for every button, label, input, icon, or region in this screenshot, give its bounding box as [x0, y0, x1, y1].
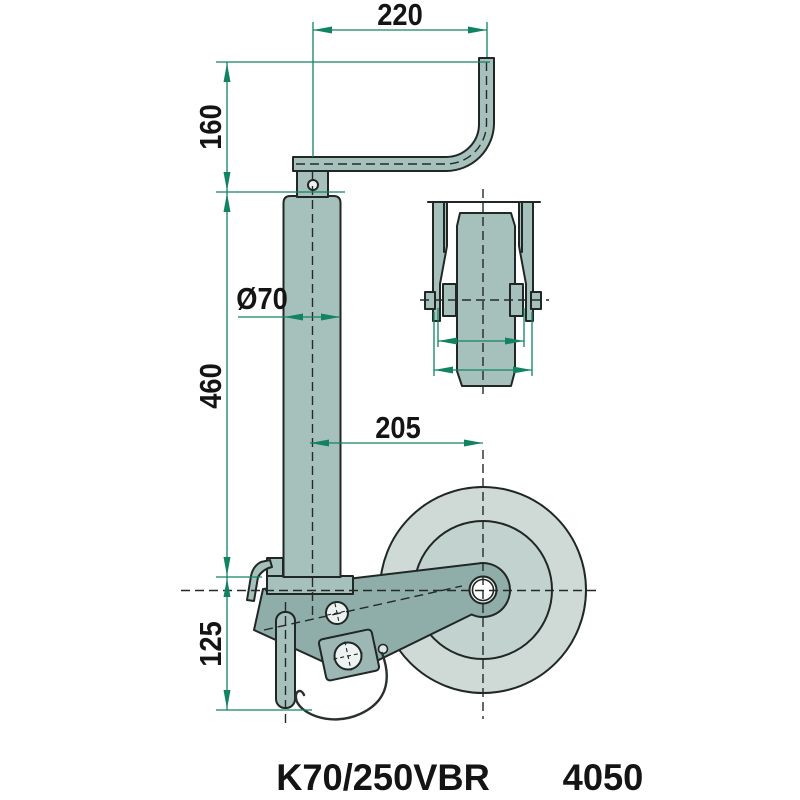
- dim-label-125: 125: [194, 621, 228, 667]
- arrowhead: [223, 193, 231, 212]
- arrowhead: [223, 557, 231, 576]
- arrowhead: [438, 337, 457, 345]
- dimension-dia70: Ø70: [236, 282, 340, 321]
- arrowhead: [223, 578, 231, 597]
- dimension-125: 125: [194, 577, 312, 711]
- arrowhead: [505, 337, 524, 345]
- dim-220-extension-lines: [312, 22, 488, 157]
- arm-hole-upper-cross: [327, 603, 347, 623]
- arrowhead: [321, 313, 340, 321]
- centerlines: [181, 172, 599, 726]
- retaining-clip-wire: [294, 651, 388, 721]
- arrowhead: [284, 313, 303, 321]
- caption: K70/250VBR 4050: [276, 757, 643, 798]
- dim-460-line: [216, 192, 262, 578]
- arrowhead: [310, 439, 329, 447]
- fork-leg-inner-lines: [443, 202, 523, 253]
- arrowhead: [434, 366, 453, 374]
- arm-axis-centerline: [263, 585, 463, 631]
- front-dim-extension-lines: [433, 308, 533, 376]
- arm-bolt-plate: [317, 601, 381, 682]
- arrowhead: [468, 26, 487, 34]
- dim-label-220: 220: [377, 0, 423, 32]
- dim-160-extension-lines: [216, 61, 490, 193]
- front-view-width-dimensions: [433, 308, 533, 376]
- arrowhead: [513, 366, 532, 374]
- clip-anchor-ball: [377, 643, 389, 655]
- article-number-text: 4050: [563, 757, 644, 798]
- arrowhead: [464, 439, 483, 447]
- dim-label-460: 460: [194, 363, 228, 409]
- clamp-collar: [266, 575, 354, 595]
- dim-label-160: 160: [194, 104, 228, 150]
- dim-125-line: [216, 577, 312, 711]
- front-tire: [456, 212, 516, 387]
- dim-label-205: 205: [375, 411, 421, 445]
- arrowhead: [313, 26, 332, 34]
- arrowhead: [223, 63, 231, 82]
- crank-handle-tube: [292, 57, 495, 172]
- model-text: K70/250VBR: [276, 757, 490, 798]
- crank-handle: [292, 57, 495, 172]
- dimension-220: 220: [312, 0, 488, 157]
- crank-centerline: [296, 60, 488, 165]
- plate-hole-lower-cross: [333, 641, 363, 671]
- dim-label-dia70: Ø70: [236, 282, 288, 316]
- wheel-front-view: [424, 201, 542, 387]
- dimension-205: 205: [310, 411, 483, 447]
- dimension-460: 460: [194, 192, 262, 578]
- arrowhead: [223, 172, 231, 191]
- dimension-160: 160: [194, 61, 490, 193]
- arrowhead: [223, 690, 231, 709]
